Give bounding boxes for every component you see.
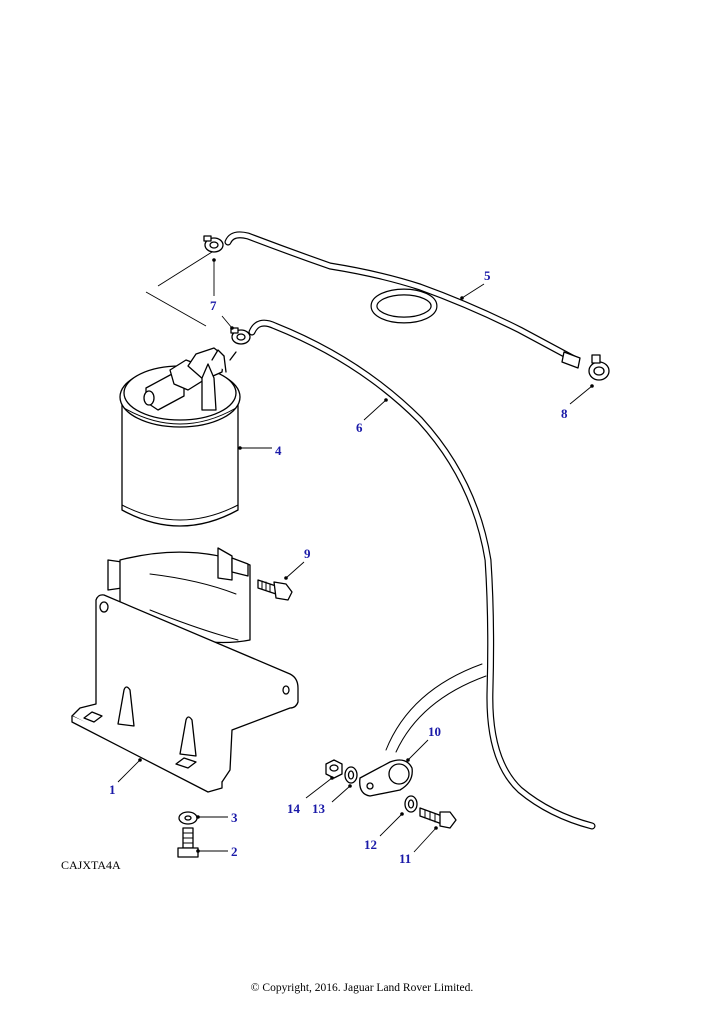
washer-13: [344, 766, 358, 784]
bolt-11: [419, 807, 457, 829]
callout-7: 7: [210, 298, 217, 313]
washer-3: [178, 811, 198, 825]
screw-2: [177, 827, 199, 858]
callout-6: 6: [356, 420, 363, 435]
vent-hose-upper: [224, 231, 581, 369]
callout-11: 11: [399, 851, 412, 866]
bolt-9: [257, 579, 293, 601]
callout-3: 3: [231, 810, 238, 825]
callout-9: 9: [304, 546, 311, 561]
washer-12: [404, 795, 418, 813]
hose-clip-upper: [203, 235, 224, 253]
leader-lines: [117, 251, 594, 853]
callout-5: 5: [484, 268, 491, 283]
callout-4: 4: [275, 443, 282, 458]
nut-14: [325, 759, 343, 779]
illustration-reference-code: CAJXTA4A: [61, 858, 121, 872]
hose-clamp-10: [359, 759, 413, 797]
callout-12: 12: [364, 837, 377, 852]
callout-13: 13: [312, 801, 325, 816]
copyright-notice: © Copyright, 2016. Jaguar Land Rover Lim…: [250, 982, 474, 994]
purge-hose-long: [248, 319, 596, 830]
hose-clip-lower: [230, 327, 251, 345]
callout-2: 2: [231, 844, 238, 859]
callout-10: 10: [428, 724, 441, 739]
callout-14: 14: [287, 801, 300, 816]
callout-8: 8: [561, 406, 568, 421]
canister-bracket: [71, 547, 299, 793]
callout-1: 1: [109, 782, 116, 797]
hose-clip-end: [588, 354, 610, 381]
evap-canister: [119, 347, 241, 527]
